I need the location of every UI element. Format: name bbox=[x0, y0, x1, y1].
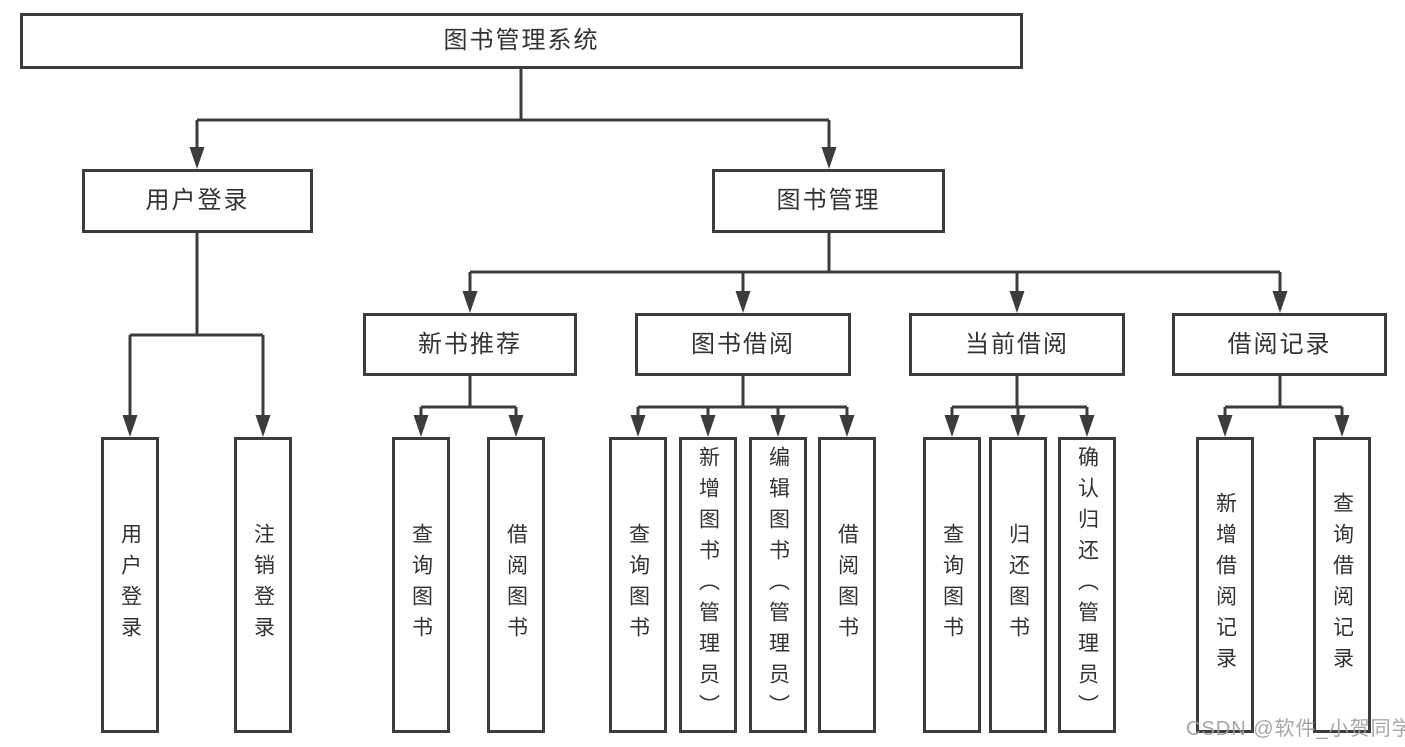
connector-book-management-children bbox=[468, 233, 1282, 292]
leaf-logout: 注销登录 bbox=[234, 437, 292, 733]
leaf-label: 确认归还（管理员） bbox=[1075, 445, 1099, 725]
leaf-user-login: 用户登录 bbox=[101, 437, 159, 733]
node-user-login: 用户登录 bbox=[82, 169, 313, 233]
leaf-label: 归还图书 bbox=[1006, 523, 1030, 647]
node-borrow-record: 借阅记录 bbox=[1172, 313, 1387, 376]
leaf-borrow-books-recommend: 借阅图书 bbox=[487, 437, 545, 733]
csdn-watermark: CSDN @软件_小贺同学 bbox=[1186, 718, 1405, 740]
leaf-query-books-recommend: 查询图书 bbox=[392, 437, 450, 733]
leaf-label: 查询图书 bbox=[626, 523, 650, 647]
leaf-return-books: 归还图书 bbox=[989, 437, 1047, 733]
node-current-borrow: 当前借阅 bbox=[909, 313, 1125, 376]
node-label: 用户登录 bbox=[145, 187, 250, 214]
leaf-label: 借阅图书 bbox=[504, 523, 528, 647]
node-label: 借阅记录 bbox=[1227, 330, 1332, 358]
node-label: 图书借阅 bbox=[691, 330, 795, 358]
node-label: 新书推荐 bbox=[418, 330, 522, 358]
node-label: 当前借阅 bbox=[965, 330, 1069, 358]
node-new-book-recommend: 新书推荐 bbox=[363, 313, 577, 376]
leaf-edit-books-admin: 编辑图书（管理员） bbox=[749, 437, 807, 733]
leaf-query-books-borrow: 查询图书 bbox=[609, 437, 667, 733]
node-label: 图书管理系统 bbox=[443, 27, 600, 54]
connector-new-book-children bbox=[419, 376, 518, 416]
leaf-label: 查询图书 bbox=[409, 523, 433, 647]
leaf-label: 新增借阅记录 bbox=[1213, 492, 1237, 678]
leaf-add-borrow-record: 新增借阅记录 bbox=[1196, 437, 1254, 733]
node-book-management: 图书管理 bbox=[712, 169, 945, 233]
leaf-query-books-current: 查询图书 bbox=[923, 437, 981, 733]
connector-current-borrow-children bbox=[950, 376, 1089, 416]
leaf-label: 注销登录 bbox=[251, 523, 275, 647]
node-root-library-system: 图书管理系统 bbox=[20, 13, 1023, 69]
connector-book-borrow-children bbox=[636, 376, 849, 416]
connector-borrow-record-children bbox=[1223, 376, 1344, 416]
leaf-label: 查询图书 bbox=[940, 523, 964, 647]
leaf-label: 查询借阅记录 bbox=[1330, 492, 1354, 678]
leaf-add-books-admin: 新增图书（管理员） bbox=[679, 437, 737, 733]
connector-user-login-children bbox=[128, 233, 265, 416]
leaf-query-borrow-record: 查询借阅记录 bbox=[1313, 437, 1371, 733]
node-book-borrow: 图书借阅 bbox=[635, 313, 851, 376]
leaf-label: 借阅图书 bbox=[835, 523, 859, 647]
connector-root-to-level2 bbox=[195, 69, 831, 148]
leaf-label: 用户登录 bbox=[118, 523, 142, 647]
arrowheads bbox=[122, 147, 1350, 437]
leaf-label: 编辑图书（管理员） bbox=[766, 445, 790, 725]
leaf-confirm-return-admin: 确认归还（管理员） bbox=[1058, 437, 1116, 733]
leaf-borrow-books: 借阅图书 bbox=[818, 437, 876, 733]
node-label: 图书管理 bbox=[776, 187, 881, 214]
leaf-label: 新增图书（管理员） bbox=[696, 445, 720, 725]
